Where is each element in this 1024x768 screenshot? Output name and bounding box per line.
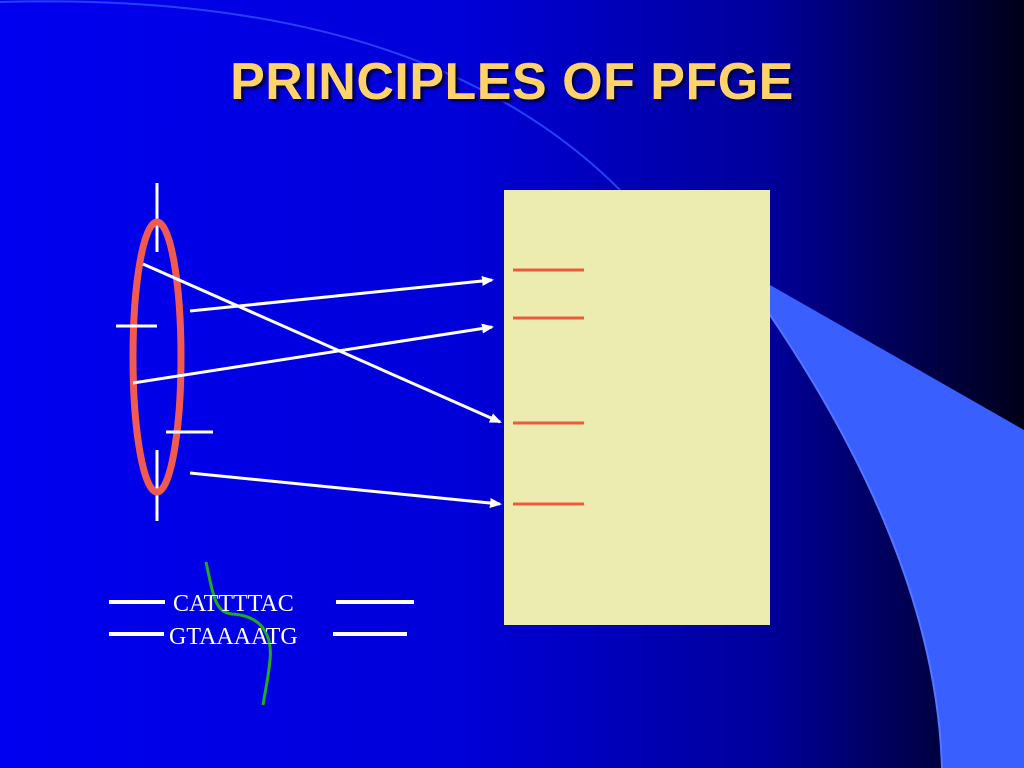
dna-ellipse [129,218,185,496]
background-arc-line [0,0,621,191]
gel-band-icon [513,268,584,506]
sequence-bottom-strand: GTAAAATG [169,624,298,650]
background-swoosh-edge [769,314,943,768]
arrow-icon [132,262,502,508]
sequence-top-strand: CATTTTAC [173,591,294,617]
sequence-strand-lines [109,600,414,636]
background-swoosh-shape [770,285,1024,768]
restriction-site-icon [116,324,213,434]
arrow-3 [142,262,502,424]
arrow-4 [189,471,502,508]
cut-site-icon [204,561,272,706]
arrow-2 [132,323,494,385]
page-title: PRINCIPLES OF PFGE [230,53,794,111]
dna-molecule-icon [129,183,185,521]
gel-panel [504,190,770,625]
